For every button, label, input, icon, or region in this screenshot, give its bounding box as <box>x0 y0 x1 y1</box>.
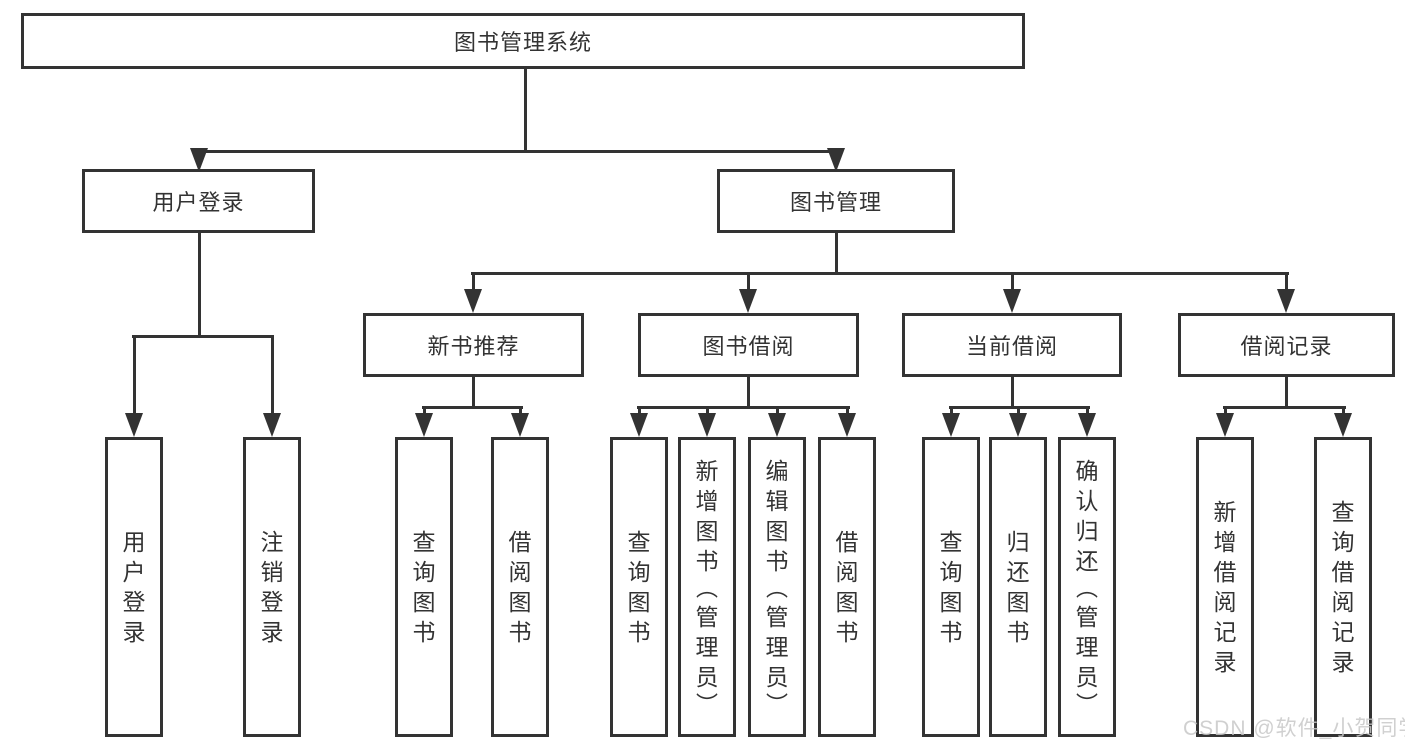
connector-line <box>423 406 426 417</box>
connector-line <box>1285 272 1288 295</box>
connector-line <box>1017 406 1020 417</box>
node-label: 当前借阅 <box>965 334 1058 359</box>
node-label: 查询图书 <box>412 529 436 645</box>
connector-line <box>637 406 850 409</box>
arrowhead-down-icon <box>630 413 648 437</box>
csdn-watermark: CSDN @软件_小贺同学 <box>1183 717 1405 740</box>
arrowhead-down-icon <box>739 289 757 313</box>
node-label: 图书管理系统 <box>453 30 592 55</box>
node-label: 新增借阅记录 <box>1213 499 1237 675</box>
arrowhead-down-icon <box>511 413 529 437</box>
connector-line <box>950 406 953 417</box>
connector-line <box>747 377 750 409</box>
arrowhead-down-icon <box>1009 413 1027 437</box>
node-label: 归还图书 <box>1006 529 1030 645</box>
connector-line <box>1011 272 1014 295</box>
node-label: 图书管理 <box>789 190 882 215</box>
node-leaf-query-books-3: 查询图书 <box>922 437 980 737</box>
node-current-borrowing: 当前借阅 <box>902 313 1122 377</box>
node-label: 注销登录 <box>260 529 284 645</box>
arrowhead-down-icon <box>1078 413 1096 437</box>
node-label: 新书推荐 <box>427 334 520 359</box>
node-leaf-user-login: 用户登录 <box>105 437 163 737</box>
node-label: 查询图书 <box>627 529 651 645</box>
node-book-management: 图书管理 <box>717 169 955 233</box>
connector-line <box>198 150 838 153</box>
node-label: 用户登录 <box>122 529 146 645</box>
node-leaf-borrow-books-1: 借阅图书 <box>491 437 549 737</box>
node-leaf-borrow-books-2: 借阅图书 <box>818 437 876 737</box>
connector-line <box>846 406 849 417</box>
node-label: 图书借阅 <box>702 334 795 359</box>
connector-line <box>422 406 523 409</box>
node-leaf-query-borrow-record: 查询借阅记录 <box>1314 437 1372 737</box>
arrowhead-down-icon <box>1334 413 1352 437</box>
arrowhead-down-icon <box>768 413 786 437</box>
connector-line <box>472 272 475 295</box>
node-label: 编辑图书︵管理员︶ <box>765 458 789 717</box>
node-leaf-query-books-1: 查询图书 <box>395 437 453 737</box>
arrowhead-down-icon <box>698 413 716 437</box>
connector-line <box>271 335 274 417</box>
arrowhead-down-icon <box>415 413 433 437</box>
connector-line <box>1342 406 1345 417</box>
arrowhead-down-icon <box>827 148 845 172</box>
connector-line <box>472 377 475 409</box>
connector-line <box>1086 406 1089 417</box>
connector-line <box>1285 377 1288 409</box>
node-leaf-logout: 注销登录 <box>243 437 301 737</box>
node-book-borrowing: 图书借阅 <box>638 313 859 377</box>
node-user-login: 用户登录 <box>82 169 315 233</box>
connector-line <box>835 233 838 275</box>
connector-line <box>776 406 779 417</box>
node-label: 借阅图书 <box>508 529 532 645</box>
arrowhead-down-icon <box>263 413 281 437</box>
node-library-management-system: 图书管理系统 <box>21 13 1025 69</box>
node-label: 借阅图书 <box>835 529 859 645</box>
arrowhead-down-icon <box>1003 289 1021 313</box>
connector-line <box>524 69 527 153</box>
node-leaf-add-books-admin: 新增图书︵管理员︶ <box>678 437 736 737</box>
connector-line <box>1011 377 1014 409</box>
arrowhead-down-icon <box>1277 289 1295 313</box>
node-label: 借阅记录 <box>1240 334 1333 359</box>
connector-line <box>1224 406 1227 417</box>
connector-line <box>132 335 274 338</box>
connector-line <box>519 406 522 417</box>
arrowhead-down-icon <box>464 289 482 313</box>
connector-line <box>638 406 641 417</box>
node-label: 查询借阅记录 <box>1331 499 1355 675</box>
node-borrowing-records: 借阅记录 <box>1178 313 1395 377</box>
node-leaf-query-books-2: 查询图书 <box>610 437 668 737</box>
node-label: 查询图书 <box>939 529 963 645</box>
node-label: 确认归还︵管理员︶ <box>1075 458 1099 717</box>
arrowhead-down-icon <box>190 148 208 172</box>
arrowhead-down-icon <box>1216 413 1234 437</box>
connector-line <box>471 272 1289 275</box>
connector-line <box>706 406 709 417</box>
connector-line <box>198 233 201 337</box>
arrowhead-down-icon <box>838 413 856 437</box>
arrowhead-down-icon <box>125 413 143 437</box>
connector-line <box>1223 406 1346 409</box>
node-leaf-confirm-return-admin: 确认归还︵管理员︶ <box>1058 437 1116 737</box>
node-leaf-edit-books-admin: 编辑图书︵管理员︶ <box>748 437 806 737</box>
connector-line <box>747 272 750 295</box>
node-new-book-recommend: 新书推荐 <box>363 313 584 377</box>
node-label: 用户登录 <box>152 190 245 215</box>
node-leaf-return-books: 归还图书 <box>989 437 1047 737</box>
connector-line <box>133 335 136 417</box>
node-leaf-add-borrow-record: 新增借阅记录 <box>1196 437 1254 737</box>
node-label: 新增图书︵管理员︶ <box>695 458 719 717</box>
arrowhead-down-icon <box>942 413 960 437</box>
